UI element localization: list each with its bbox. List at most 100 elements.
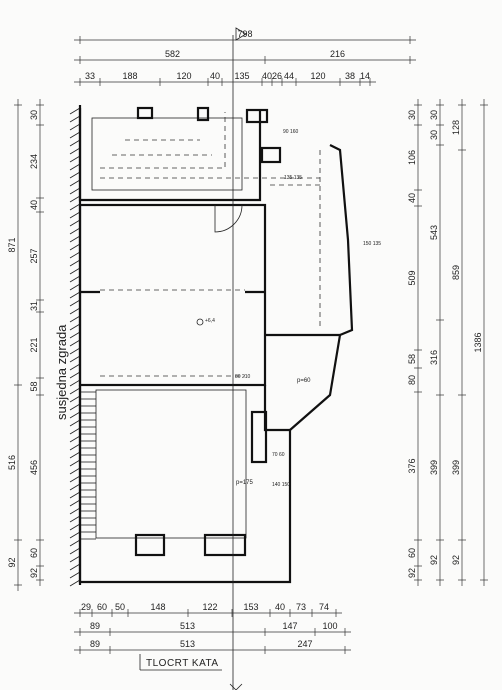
hatch-tick	[69, 107, 81, 115]
left-dim-value: 92	[7, 557, 17, 567]
left-dim-value: 30	[29, 110, 39, 120]
bottom-dim-value: 74	[319, 602, 329, 612]
hatch-tick	[69, 267, 81, 275]
right-dim-value: 60	[407, 548, 417, 558]
hatch-tick	[69, 235, 81, 243]
right-dim-value: 509	[407, 270, 417, 285]
right-dim-value: 92	[407, 568, 417, 578]
left-dim-value: 60	[29, 548, 39, 558]
right-dim-value: 399	[451, 460, 461, 475]
bottom-dim-value: 40	[275, 602, 285, 612]
opening-label: 135 135	[284, 175, 302, 181]
hatch-tick	[69, 251, 81, 259]
right-dim-value: 30	[429, 110, 439, 120]
hatch-tick	[69, 411, 81, 419]
hatch-tick	[69, 259, 81, 267]
hatch-tick	[69, 379, 81, 387]
hatch-tick	[69, 179, 81, 187]
right-dim-value: 40	[407, 193, 417, 203]
bottom-dim-value: 247	[297, 639, 312, 649]
bottom-dim-value: 89	[90, 639, 100, 649]
top-dim-value: 38	[345, 71, 355, 81]
left-dim-value: 871	[7, 237, 17, 252]
hatch-tick	[69, 171, 81, 179]
hatch-tick	[69, 459, 81, 467]
hatch-tick	[69, 451, 81, 459]
hatch-tick	[69, 403, 81, 411]
hatch-tick	[69, 299, 81, 307]
hatch-tick	[69, 275, 81, 283]
hatch-tick	[69, 515, 81, 523]
opening-label: 90 160	[283, 129, 299, 135]
hatch-tick	[69, 307, 81, 315]
bottom-dim-value: 60	[97, 602, 107, 612]
right-dim-value: 543	[429, 225, 439, 240]
hatch-tick	[69, 355, 81, 363]
hatch-tick	[69, 115, 81, 123]
top-dim-value: 44	[284, 71, 294, 81]
right-dim-value: 1386	[473, 332, 483, 352]
slope-label: p=60	[297, 378, 311, 384]
top-dim-value: 188	[122, 71, 137, 81]
plan-walls	[78, 106, 354, 584]
hatch-tick	[69, 483, 81, 491]
right-dim-value: 92	[451, 555, 461, 565]
drawing-title: TLOCRT KATA	[146, 658, 219, 669]
title-box	[139, 654, 222, 671]
top-dim-value: 120	[176, 71, 191, 81]
level-label: +6,4	[205, 318, 215, 324]
level-marker-icon	[196, 318, 204, 326]
hatch-tick	[69, 187, 81, 195]
bottom-dim-value: 513	[180, 621, 195, 631]
top-dim-value: 798	[237, 29, 252, 39]
hatch-tick	[69, 547, 81, 555]
top-dim-value: 40	[210, 71, 220, 81]
hatch-tick	[69, 395, 81, 403]
right-dim-value: 316	[429, 350, 439, 365]
hatch-tick	[69, 347, 81, 355]
hatch-tick	[69, 555, 81, 563]
opening-label: 140 150	[272, 482, 290, 488]
hatch-tick	[69, 331, 81, 339]
hatch-tick	[69, 371, 81, 379]
hatch-tick	[69, 219, 81, 227]
bottom-dim-value: 122	[202, 602, 217, 612]
left-dim-value: 221	[29, 337, 39, 352]
top-dim-value: 120	[310, 71, 325, 81]
hatch-tick	[69, 491, 81, 499]
left-dim-value: 31	[29, 301, 39, 311]
hatch-tick	[69, 139, 81, 147]
opening-label: 150 135	[363, 241, 381, 247]
hatch-tick	[69, 523, 81, 531]
right-dim-value: 30	[407, 110, 417, 120]
hatch-tick	[69, 243, 81, 251]
opening-annotations: 90 160 135 135 150 135 80 210 70 60 140 …	[235, 129, 381, 488]
right-dim-value: 376	[407, 458, 417, 473]
bottom-dim-value: 148	[150, 602, 165, 612]
hatch-tick	[69, 579, 81, 587]
hatch-tick	[69, 435, 81, 443]
hatch-tick	[69, 571, 81, 579]
right-dim-value: 80	[407, 375, 417, 385]
opening-label: 70 60	[272, 452, 285, 458]
bottom-dim-value: 100	[322, 621, 337, 631]
hatch-tick	[69, 467, 81, 475]
hatch-tick	[69, 323, 81, 331]
hatch-tick	[69, 563, 81, 571]
top-dim-value: 26	[272, 71, 282, 81]
bottom-dim-value: 513	[180, 639, 195, 649]
hatch-tick	[69, 443, 81, 451]
left-dim-value: 92	[29, 568, 39, 578]
bottom-dim-value: 50	[115, 602, 125, 612]
hatch-tick	[69, 387, 81, 395]
top-dim-value: 135	[234, 71, 249, 81]
neighbor-label: susjedna zgrada	[54, 324, 69, 420]
hatch-tick	[69, 427, 81, 435]
top-dim-value: 40	[262, 71, 272, 81]
bottom-dim-value: 73	[296, 602, 306, 612]
left-dim-value: 516	[7, 455, 17, 470]
bottom-dim-value: 153	[243, 602, 258, 612]
left-dim-value: 40	[29, 200, 39, 210]
